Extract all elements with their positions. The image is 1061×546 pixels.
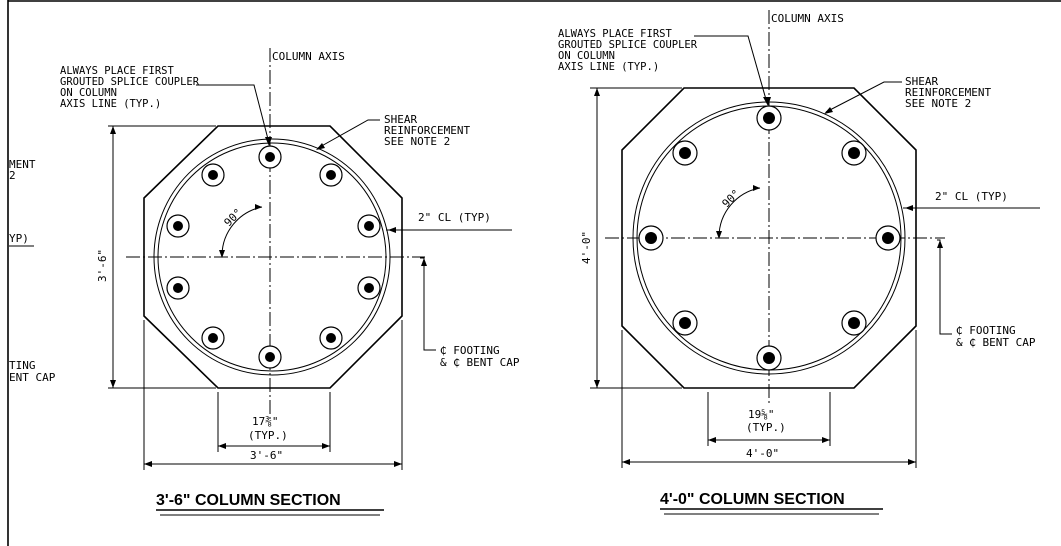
column-axis-label: COLUMN AXIS [771, 12, 844, 25]
rebar-bar [672, 140, 698, 166]
footing-note-line-1: ₵ FOOTING [440, 344, 500, 357]
footing-leader [937, 239, 952, 335]
longitudinal-bars [638, 105, 901, 371]
shear-note-line-3: SEE NOTE 2 [384, 135, 450, 148]
coupler-note-line-1: ALWAYS PLACE FIRST [558, 28, 672, 40]
coupler-note-line-4: AXIS LINE (TYP.) [60, 98, 161, 110]
shear-note-line-1: SHEAR [905, 75, 938, 88]
coupler-note-line-4: AXIS LINE (TYP.) [558, 61, 659, 73]
spacing-dim-label: 19⅝" [748, 408, 775, 421]
clipped-text-1: MENT [9, 158, 36, 171]
footing-leader [420, 257, 436, 351]
section-title: 4'-0" COLUMN SECTION [660, 491, 845, 508]
rebar-bar [201, 326, 225, 350]
shear-note-line-2: REINFORCEMENT [384, 124, 470, 137]
angle-arc [221, 206, 263, 257]
rebar-bar [258, 145, 282, 169]
clipped-text-2: 2 [9, 169, 16, 182]
spacing-dim-label: 17⅜" [252, 415, 279, 428]
coupler-note-line-3: ON COLUMN [60, 87, 117, 99]
angle-arc [718, 187, 761, 238]
longitudinal-bars [166, 145, 381, 369]
rebar-bar [201, 163, 225, 187]
rebar-bar [357, 214, 381, 238]
rebar-bar [319, 163, 343, 187]
shear-leader [317, 119, 380, 149]
height-dim-label: 3'-6" [96, 249, 109, 282]
octagon-outline [621, 87, 917, 389]
right-column-section: COLUMN AXIS 90° ALWAYS PLACE FIRST GROUT… [558, 10, 1040, 515]
shear-leader [825, 81, 902, 113]
angle-label: 90° [720, 187, 743, 210]
rebar-bar [357, 276, 381, 300]
clear-cover-label: 2" CL (TYP) [418, 211, 491, 224]
rebar-bar [756, 345, 782, 371]
width-dim-label: 4'-0" [746, 447, 779, 460]
clipped-text-3: YP) [9, 232, 29, 245]
rebar-bar [841, 140, 867, 166]
spacing-typ-label: (TYP.) [746, 421, 786, 434]
column-axis-label: COLUMN AXIS [272, 50, 345, 63]
coupler-leader [196, 84, 270, 144]
footing-note-line-2: & ₵ BENT CAP [956, 336, 1036, 349]
clipped-text-5: ENT CAP [9, 371, 56, 384]
rebar-bar [672, 310, 698, 336]
coupler-note-line-3: ON COLUMN [558, 50, 615, 62]
rebar-bar [875, 225, 901, 251]
section-title: 3'-6" COLUMN SECTION [156, 492, 341, 509]
rebar-bar [841, 310, 867, 336]
coupler-leader [694, 35, 768, 104]
coupler-note-line-1: ALWAYS PLACE FIRST [60, 65, 174, 77]
rebar-bar [258, 345, 282, 369]
height-dim-label: 4'-0" [580, 231, 593, 264]
footing-note-line-2: & ₵ BENT CAP [440, 356, 520, 369]
octagon-outline [143, 125, 403, 389]
spacing-typ-label: (TYP.) [248, 429, 288, 442]
left-column-section: MENT 2 YP) TING ENT CAP COLUMN AXIS [9, 48, 520, 516]
rebar-bar [166, 214, 190, 238]
angle-label: 90° [222, 206, 245, 229]
shear-note-line-1: SHEAR [384, 113, 417, 126]
footing-note-line-1: ₵ FOOTING [956, 324, 1016, 337]
rebar-bar [166, 276, 190, 300]
width-dim-label: 3'-6" [250, 449, 283, 462]
coupler-note-line-2: GROUTED SPLICE COUPLER [558, 39, 698, 51]
rebar-bar [756, 105, 782, 131]
coupler-note-line-2: GROUTED SPLICE COUPLER [60, 76, 200, 88]
shear-note-line-3: SEE NOTE 2 [905, 97, 971, 110]
clipped-text-4: TING [9, 359, 36, 372]
shear-note-line-2: REINFORCEMENT [905, 86, 991, 99]
rebar-bar [638, 225, 664, 251]
clear-cover-label: 2" CL (TYP) [935, 190, 1008, 203]
rebar-bar [319, 326, 343, 350]
